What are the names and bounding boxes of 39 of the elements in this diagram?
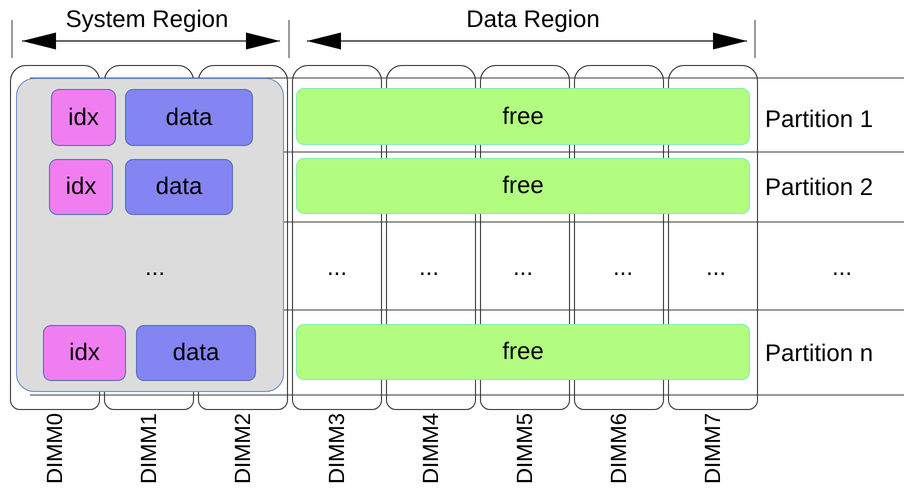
- index-block: [51, 89, 116, 146]
- block-label: idx: [68, 104, 99, 132]
- free-space-block: [296, 324, 750, 380]
- ellipsis: ...: [513, 254, 533, 282]
- module-label: DIMM0: [43, 413, 67, 484]
- block-label: free: [502, 102, 544, 130]
- block-label: data: [156, 173, 202, 201]
- partition-label: Partition 2: [765, 174, 874, 202]
- data-block: [125, 89, 253, 146]
- module-label: DIMM3: [325, 413, 349, 484]
- region-label: Data Region: [466, 6, 600, 34]
- block-label: free: [502, 338, 544, 366]
- block-label: idx: [66, 173, 96, 201]
- block-label: free: [502, 172, 544, 200]
- module-label: DIMM2: [231, 413, 255, 484]
- partition-label: Partition n: [765, 340, 874, 368]
- ellipsis: ...: [327, 254, 347, 282]
- partition-label: Partition 1: [765, 106, 874, 134]
- module-label: DIMM4: [419, 413, 443, 484]
- ellipsis: ...: [613, 254, 633, 282]
- block-label: data: [166, 104, 212, 132]
- block-label: idx: [69, 339, 100, 367]
- ellipsis: ...: [706, 254, 726, 282]
- free-space-block: [296, 158, 750, 214]
- ellipsis: ...: [419, 254, 439, 282]
- data-block: [136, 325, 256, 381]
- system-region-panel: [16, 78, 284, 392]
- module-label: DIMM7: [701, 413, 725, 484]
- index-block: [43, 325, 126, 381]
- ellipsis: ...: [832, 254, 852, 282]
- data-block: [125, 159, 233, 215]
- module-label: DIMM1: [137, 413, 161, 484]
- block-label: data: [172, 339, 220, 367]
- ellipsis: ...: [145, 254, 165, 282]
- region-label: System Region: [66, 6, 228, 34]
- index-block: [49, 159, 113, 215]
- module-label: DIMM6: [607, 413, 631, 484]
- free-space-block: [296, 88, 750, 145]
- module-label: DIMM5: [513, 413, 537, 484]
